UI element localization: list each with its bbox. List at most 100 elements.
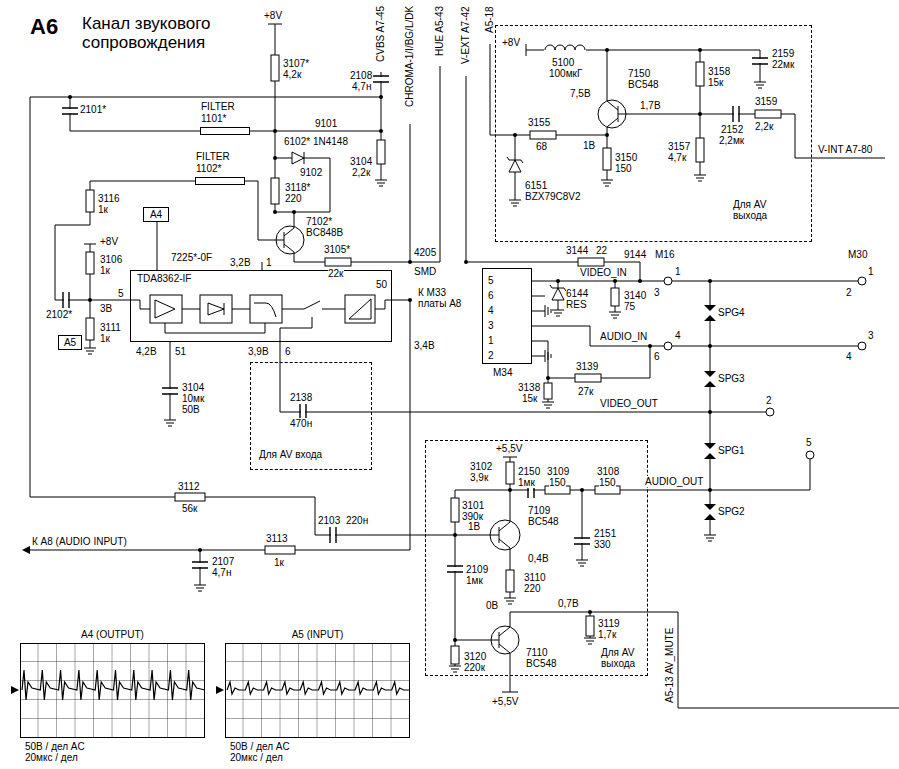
component-label: BC548	[528, 516, 559, 527]
node-text: FILTER	[196, 151, 230, 162]
component-label: RES	[566, 299, 587, 310]
node-text: M34	[493, 367, 512, 378]
component-label: 2152	[721, 124, 743, 135]
component-label: 2,2к	[352, 167, 370, 178]
component-label: 220к	[464, 662, 485, 673]
wire	[548, 346, 650, 378]
junction-dot	[556, 279, 560, 283]
node-text: Для AV выхода	[733, 199, 795, 221]
component-label: 1к	[98, 204, 108, 215]
component-label: 2109	[466, 564, 488, 575]
ic-internal-block	[349, 299, 371, 319]
wire	[466, 76, 640, 281]
jack-symbol	[664, 277, 672, 285]
transistor-symbol	[607, 101, 618, 127]
wire	[510, 653, 511, 692]
resistor-symbol	[506, 570, 514, 592]
component-label: 51	[175, 346, 186, 357]
oscilloscope-screen: A5 (INPUT)50В / дел AC 20мкс / дел	[225, 643, 410, 738]
oscilloscope-screen: A4 (OUTPUT)50В / дел AC 20мкс / дел	[20, 643, 205, 738]
junction-dot	[408, 260, 412, 264]
component-label: SMD	[414, 266, 436, 277]
component-label: 2,2к	[755, 121, 773, 132]
diode-symbol	[550, 285, 566, 291]
resistor-symbol	[86, 252, 94, 274]
component-label: 2150	[518, 466, 540, 477]
inductor-symbol	[545, 45, 585, 50]
signal-name: V-EXT A7-42	[460, 6, 471, 64]
node-text: 1101*	[201, 113, 226, 124]
transistor-symbol	[598, 100, 626, 128]
junction-dot	[408, 298, 412, 302]
component-label: SPG1	[718, 445, 745, 456]
ic-box: 7225*-0FTDA8362-IF	[130, 270, 392, 342]
wire	[170, 342, 171, 420]
capacitor-symbol	[62, 58, 768, 572]
component-label: SPG3	[718, 373, 745, 384]
resistor-symbol	[86, 55, 781, 664]
capacitor-symbol	[379, 77, 383, 81]
resistor-symbol	[325, 258, 351, 266]
capacitor-symbol	[64, 298, 68, 302]
component-label: +8V	[264, 10, 282, 21]
component-label: 3157	[668, 141, 690, 152]
component-label: 5	[488, 275, 494, 286]
ic-internal-block	[155, 300, 175, 318]
diode-symbol	[552, 288, 564, 300]
component-label: 100мкГ	[549, 68, 582, 79]
resistor-symbol	[755, 110, 781, 118]
capacitor-symbol	[198, 563, 202, 567]
ic-internal-block	[280, 301, 330, 342]
component-label: 9101	[315, 118, 337, 129]
component-label: 5100	[552, 57, 574, 68]
component-label: 1	[266, 257, 272, 268]
diode-symbol	[304, 152, 305, 164]
component-label: 4,7н	[212, 567, 231, 578]
component-label: 2	[846, 287, 852, 298]
component-label: 1,7к	[598, 629, 616, 640]
component-label: 22мк	[772, 59, 794, 70]
wire-connector	[280, 342, 281, 362]
resistor-symbol	[271, 55, 279, 81]
junction-dot	[273, 129, 277, 133]
spark-gap-symbol	[704, 305, 716, 520]
junction-dot	[273, 156, 277, 160]
component-label: 56к	[182, 503, 198, 514]
component-label: 3,4В	[414, 340, 435, 351]
capacitor-symbol	[734, 112, 738, 116]
wire	[440, 66, 441, 262]
junction-dot	[698, 112, 702, 116]
resistor-symbol	[696, 138, 704, 162]
jack-symbol	[858, 277, 866, 285]
component-label: 9144	[624, 249, 646, 260]
component-label: 6	[488, 290, 494, 301]
junction-dot	[464, 260, 468, 264]
diode-symbol	[507, 157, 523, 163]
component-label: 3144	[566, 245, 588, 256]
component-label: M30	[848, 249, 867, 260]
component-label: 9102	[300, 167, 322, 178]
component-label: 150	[615, 163, 632, 174]
component-label: BC548	[628, 79, 659, 90]
component-label: 3110	[524, 572, 546, 583]
spark-gap-symbol	[704, 281, 716, 535]
capacitor-symbol	[758, 59, 762, 63]
component-label: 3159	[755, 96, 777, 107]
scope-grid	[20, 643, 410, 738]
node-text: A4 (OUTPUT)	[21, 629, 204, 640]
node-text: A5 (INPUT)	[226, 629, 409, 640]
resistor-symbol	[696, 62, 704, 86]
component-label: 220	[285, 193, 302, 204]
node-text: TDA8362-IF	[137, 273, 191, 284]
signal-name: A5-18	[484, 6, 495, 33]
node-text: 7225*-0F	[171, 252, 212, 263]
junction-dot	[708, 344, 712, 348]
component-label: 3113	[266, 533, 288, 544]
wire	[250, 131, 381, 132]
junction-dot	[580, 488, 584, 492]
component-label: 6151	[525, 180, 547, 191]
jack-symbol	[664, 277, 866, 459]
component-label: 1к	[100, 265, 110, 276]
component-label: 2107	[212, 556, 234, 567]
junction-dot	[453, 638, 457, 642]
